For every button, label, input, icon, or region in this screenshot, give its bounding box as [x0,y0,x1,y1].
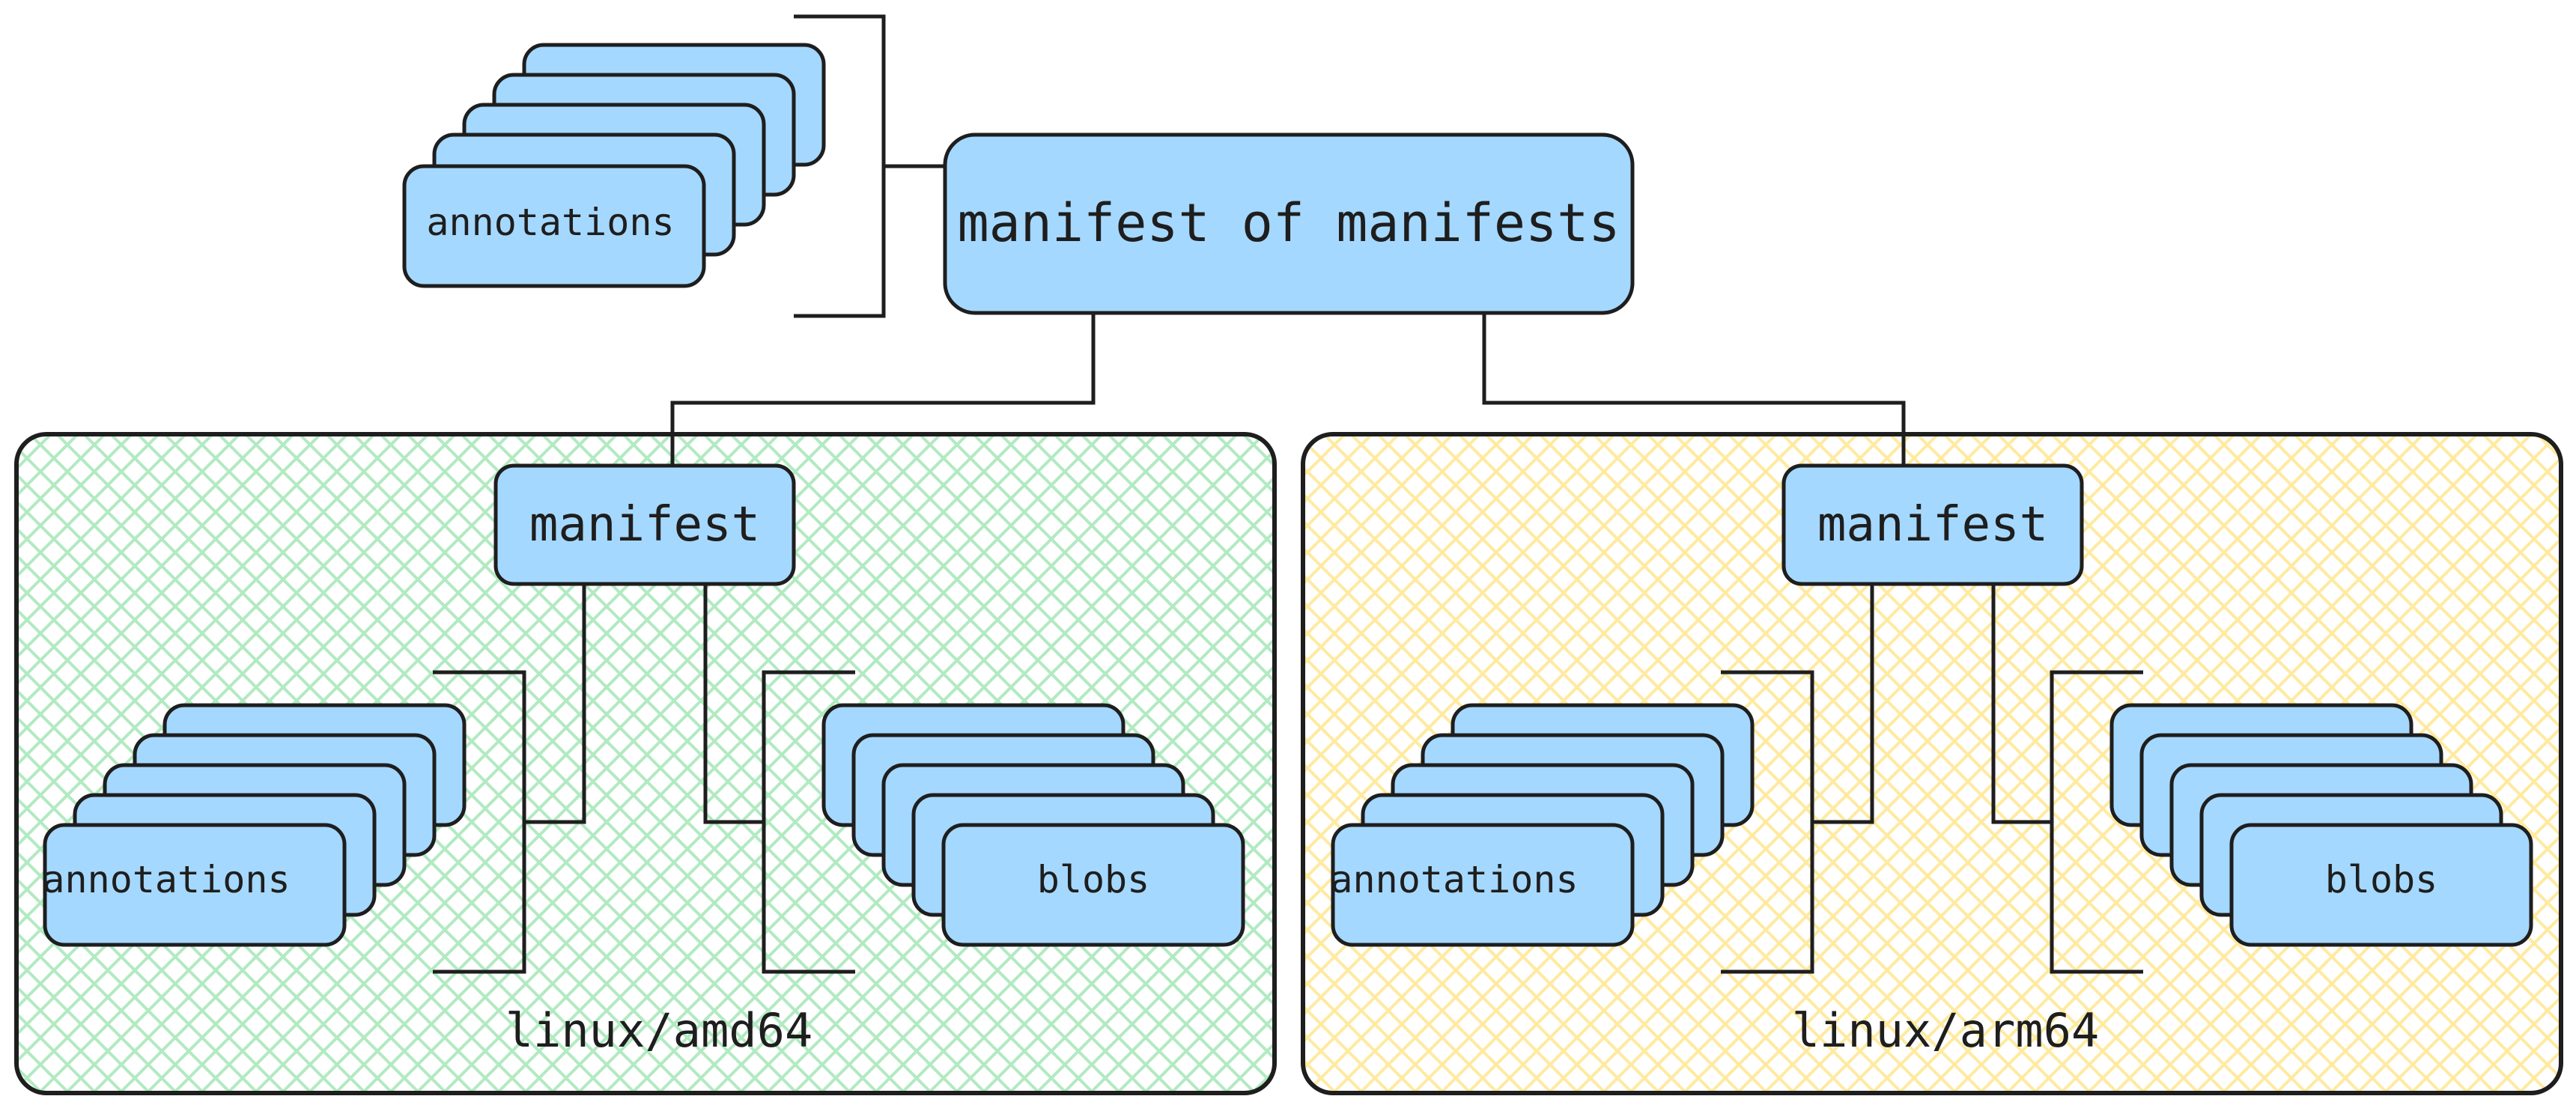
amd64-annotations-stack: annotations [42,703,467,947]
arm64-manifest-node [1781,463,2084,586]
root-manifest-node-group: manifest of manifests [943,133,1635,315]
arm64-annotations-label: annotations [1330,858,1578,901]
amd64-blobs-node [941,823,1245,947]
amd64-connectors [433,584,855,974]
root-connectors [670,313,1906,466]
arm64-blobs-stack: blobs [2109,703,2533,947]
root-annotations-bracket [794,14,945,318]
arm64-manifest-group: manifest [1781,463,2084,586]
amd64-blobs-stack: blobs [821,703,1245,947]
root-manifest-node [943,133,1635,315]
amd64-manifest-group: manifest [493,463,796,586]
amd64-manifest-label: manifest [529,497,760,553]
platform-amd64-label: linux/amd64 [505,1003,813,1058]
amd64-annotations-label: annotations [42,858,290,901]
root-annotations-stack: annotations [402,43,826,288]
root-annotations-label: annotations [426,201,674,244]
arm64-annotations-node [1331,823,1635,947]
arm64-annotations-stack: annotations [1330,703,1755,947]
amd64-annotations-node [43,823,347,947]
root-manifest-label: manifest of manifests [957,192,1620,254]
amd64-manifest-node [493,463,796,586]
arm64-blobs-label: blobs [2325,858,2438,901]
arm64-manifest-label: manifest [1817,497,2048,553]
platform-arm64-label: linux/arm64 [1792,1003,2100,1058]
root-annotations-node [402,164,706,288]
amd64-blobs-label: blobs [1037,858,1150,901]
arm64-blobs-node [2229,823,2533,947]
arm64-connectors [1721,584,2143,974]
